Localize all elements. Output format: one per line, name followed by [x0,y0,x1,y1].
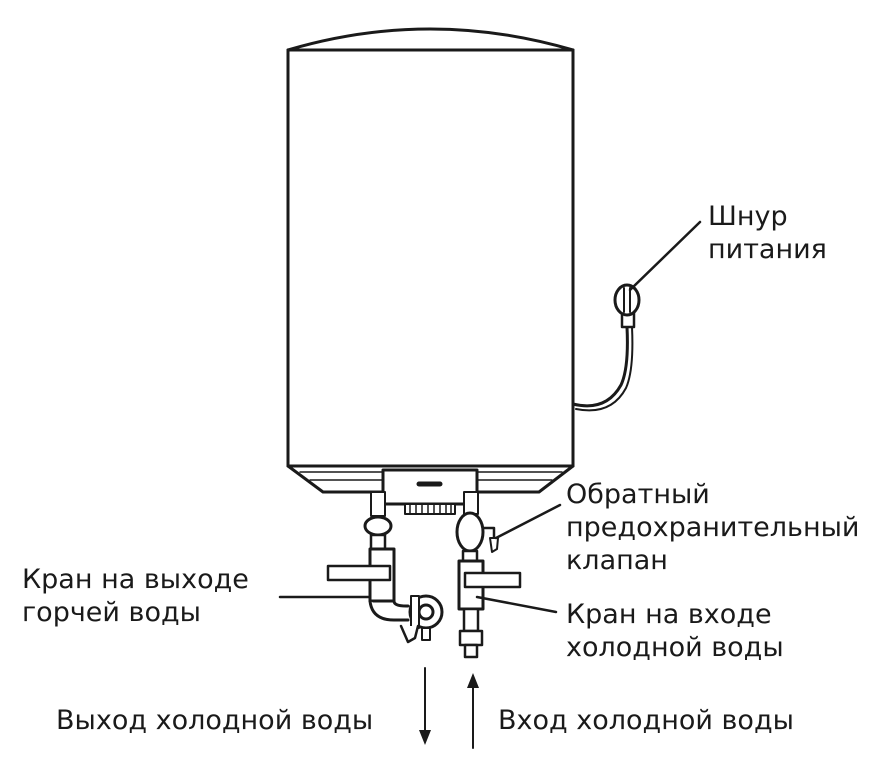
label-line: холодной воды [566,632,784,663]
label-check-valve: Обратный предохранительный клапан [566,478,859,577]
label-hot-outlet-tap: Кран на выходе горчей воды [22,563,249,629]
label-line: питания [708,234,827,265]
up-arrow-head [467,673,479,688]
water-heater-tank [286,27,575,494]
cold-inlet-pipe [455,491,562,659]
label-line: Обратный [566,479,710,510]
power-cord [571,220,702,412]
label-line: горчей воды [22,597,201,628]
down-arrow-head [419,730,431,745]
label-cold-inlet: Вход холодной воды [498,705,794,736]
label-cold-outlet: Выход холодной воды [56,705,374,736]
hot-outlet-pipe [278,491,444,644]
label-line: Шнур [708,201,788,232]
label-line: предохранительный [566,512,860,543]
label-line: клапан [566,545,668,576]
label-line: Кран на выходе [22,564,249,595]
label-power-cord: Шнур питания [708,200,827,266]
label-cold-inlet-tap: Кран на входе холодной воды [566,598,784,664]
thermostat-control [381,468,479,515]
label-line: Кран на входе [566,599,772,630]
